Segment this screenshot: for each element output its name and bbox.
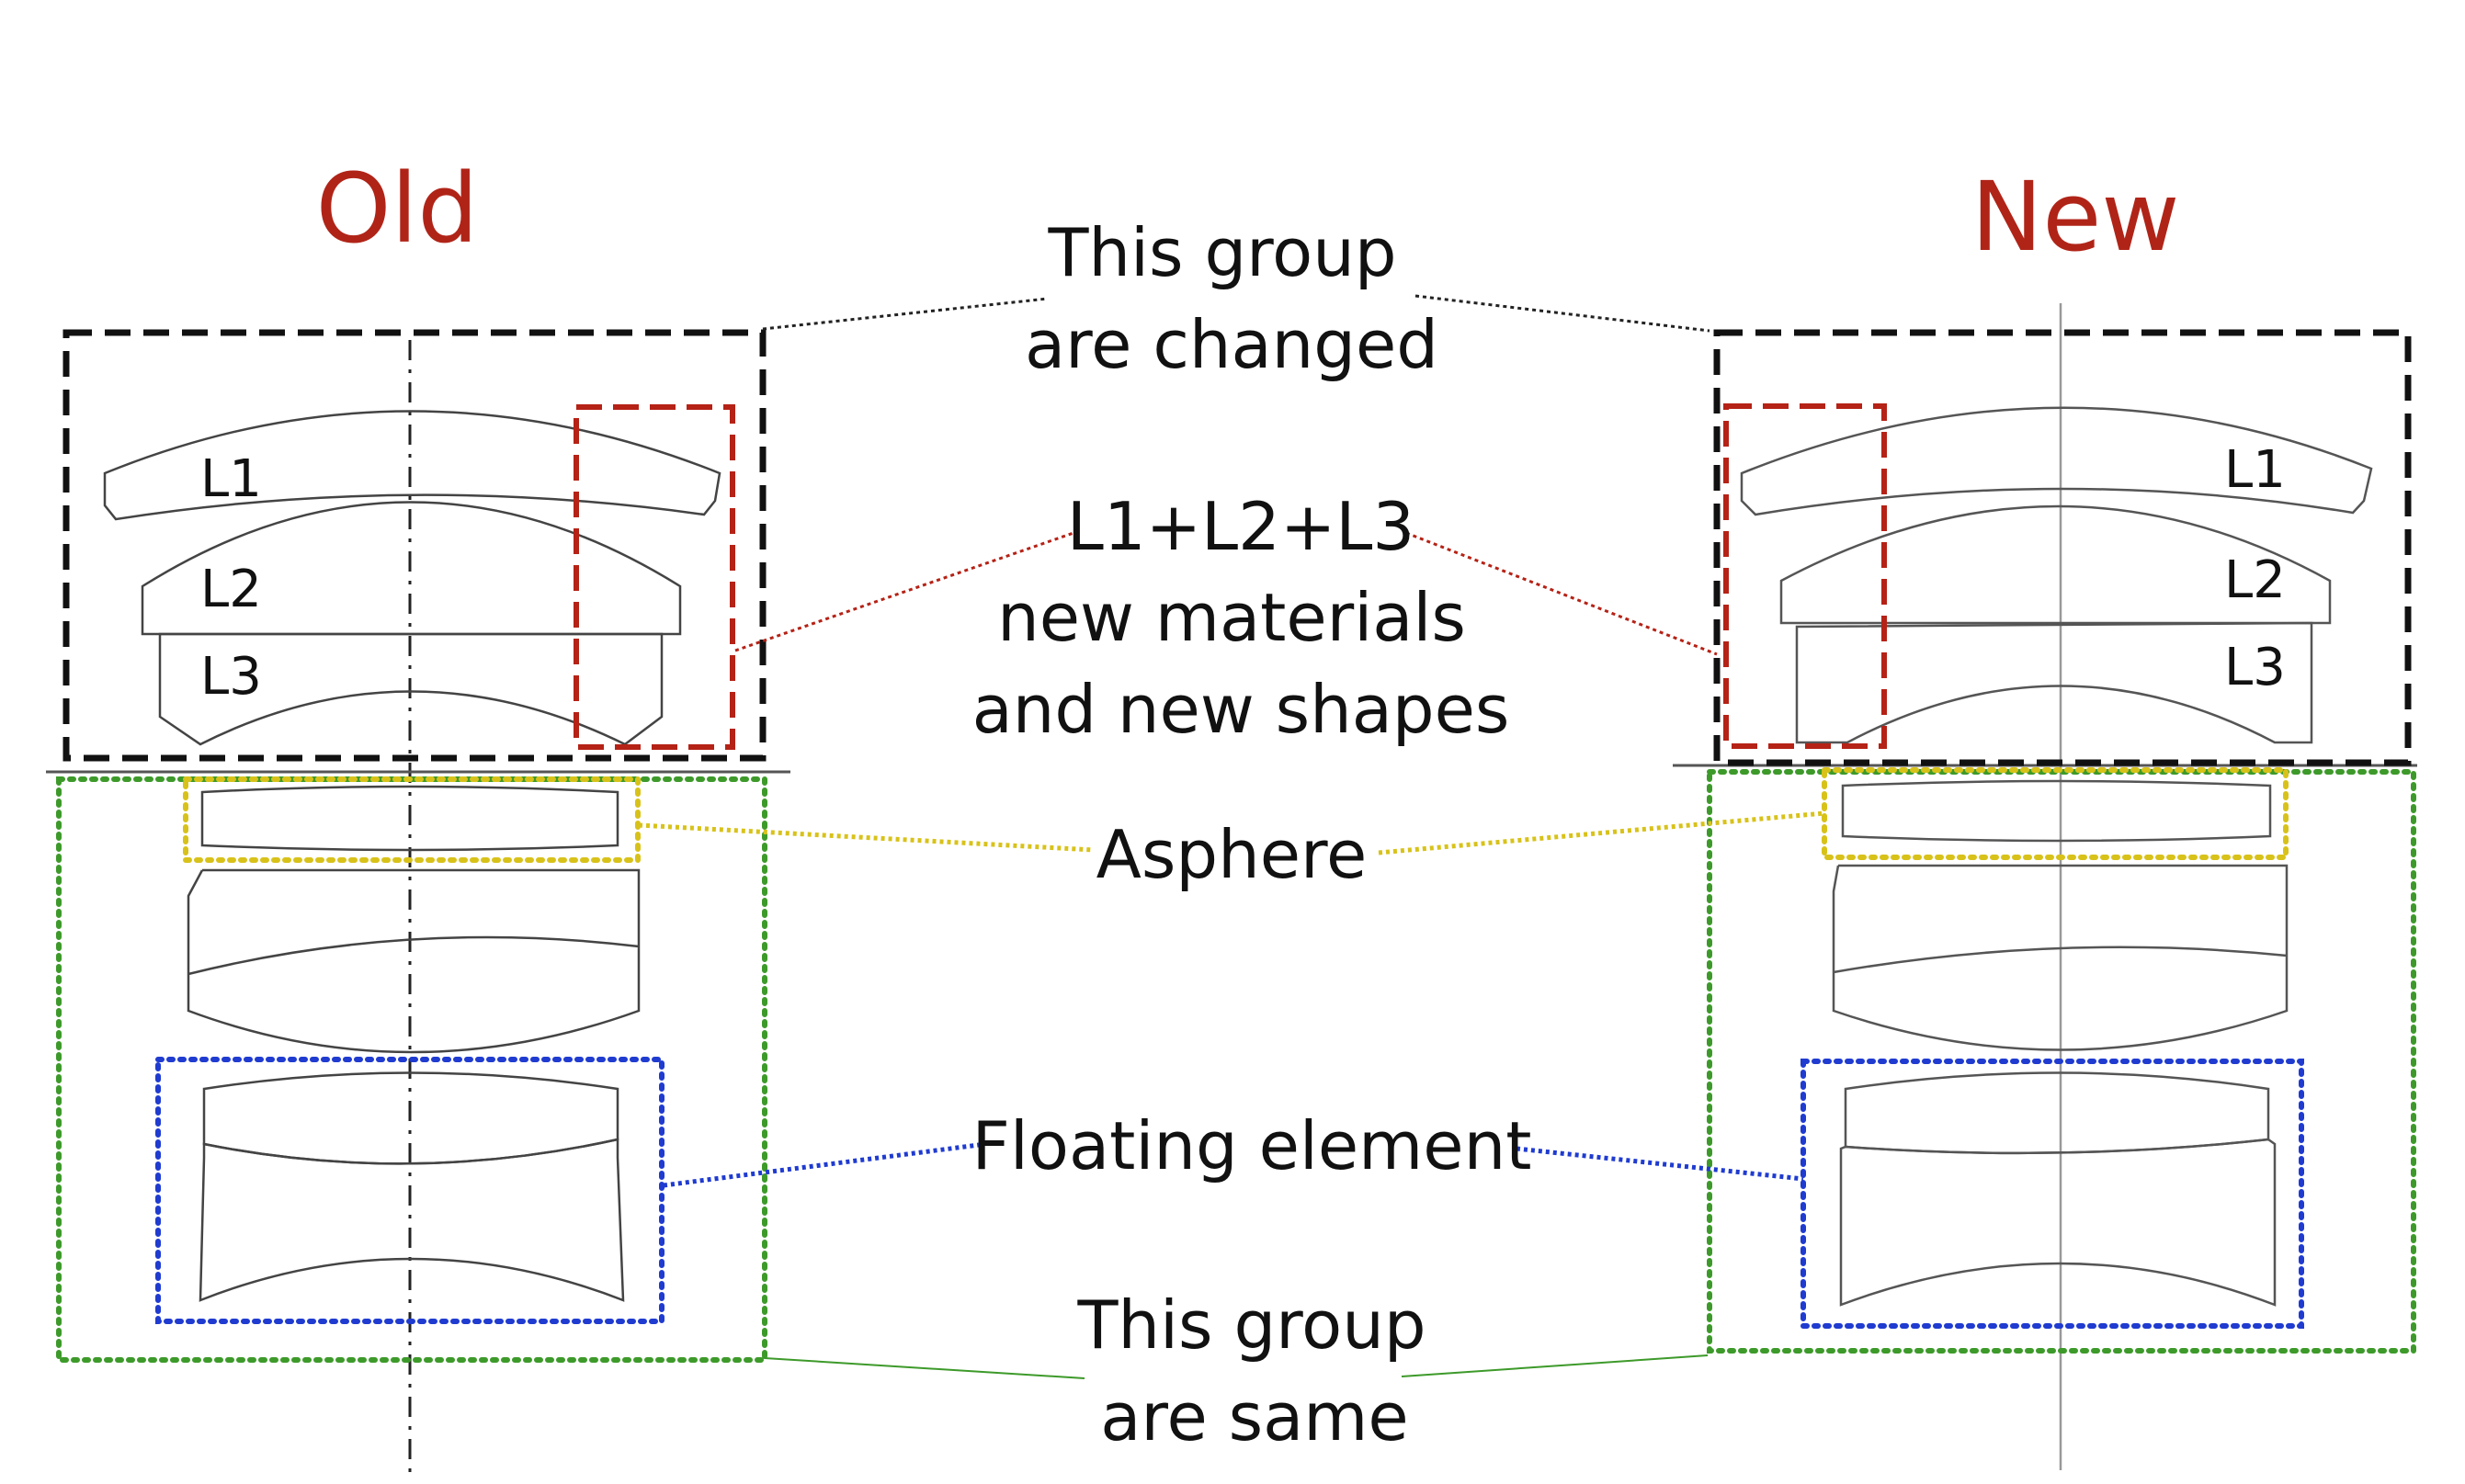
old-asphere-lens [200,785,619,852]
old-heading: Old [316,153,479,265]
old-lens-l1 [103,410,721,521]
old-same-group-box [56,776,767,1363]
materials-label-line1: L1+L2+L3 [1067,488,1414,565]
new-asphere-lens [1841,779,2272,843]
new-lenses [1740,406,2373,1307]
old-lenses [103,410,721,1302]
old-floating-rear-lens [199,1138,625,1302]
centre-callouts: This group are changed L1+L2+L3 new mate… [972,214,1532,1456]
changed-group-label-line1: This group [1047,214,1396,291]
old-floating-box [155,1057,665,1324]
materials-leader-left [734,531,1074,652]
floating-element-label: Floating element [972,1107,1532,1184]
same-group-label-line1: This group [1076,1286,1426,1364]
asphere-label: Asphere [1096,816,1368,893]
old-label-l1: L1 [200,449,262,509]
new-label-l3: L3 [2224,638,2286,697]
new-floating-rear-lens [1839,1138,2277,1307]
old-lens-l3 [158,632,664,746]
changed-leader-left [762,297,1049,331]
same-leader-right [1401,1354,1709,1377]
new-heading: New [1971,161,2180,273]
old-lens-labels: L1 L2 L3 [200,449,262,707]
new-materials-box [1723,403,1887,749]
same-group-label-line2: are same [1100,1378,1408,1456]
floating-leader-right [1516,1146,1804,1182]
new-floating-front-lens [1844,1071,2270,1155]
old-label-l2: L2 [200,560,262,619]
old-middle-lens [187,868,641,1054]
materials-label-line3: and new shapes [972,671,1510,748]
new-changed-group-box [1713,329,2412,766]
old-changed-group-box [62,329,767,762]
new-lens-l3 [1795,621,2313,744]
materials-label-line2: new materials [997,579,1466,656]
new-asphere-box [1822,767,2289,860]
new-lens-l2 [1779,504,2332,625]
same-leader-left [764,1357,1085,1379]
old-lens-l2 [141,501,682,636]
asphere-leader-left [638,822,1095,853]
old-asphere-box [183,776,641,863]
changed-group-label-line2: are changed [1025,306,1438,383]
new-label-l1: L1 [2224,440,2286,500]
new-label-l2: L2 [2224,550,2286,610]
old-materials-box [574,404,735,750]
floating-leader-left [663,1142,980,1188]
asphere-leader-right [1378,810,1825,855]
new-middle-lens [1832,864,2289,1051]
leader-lines [638,294,1825,1379]
old-label-l3: L3 [200,647,262,707]
new-lens-labels: L1 L2 L3 [2224,440,2286,697]
new-lens-l1 [1740,406,2373,516]
new-floating-box [1800,1059,2304,1329]
changed-leader-right [1414,294,1710,333]
